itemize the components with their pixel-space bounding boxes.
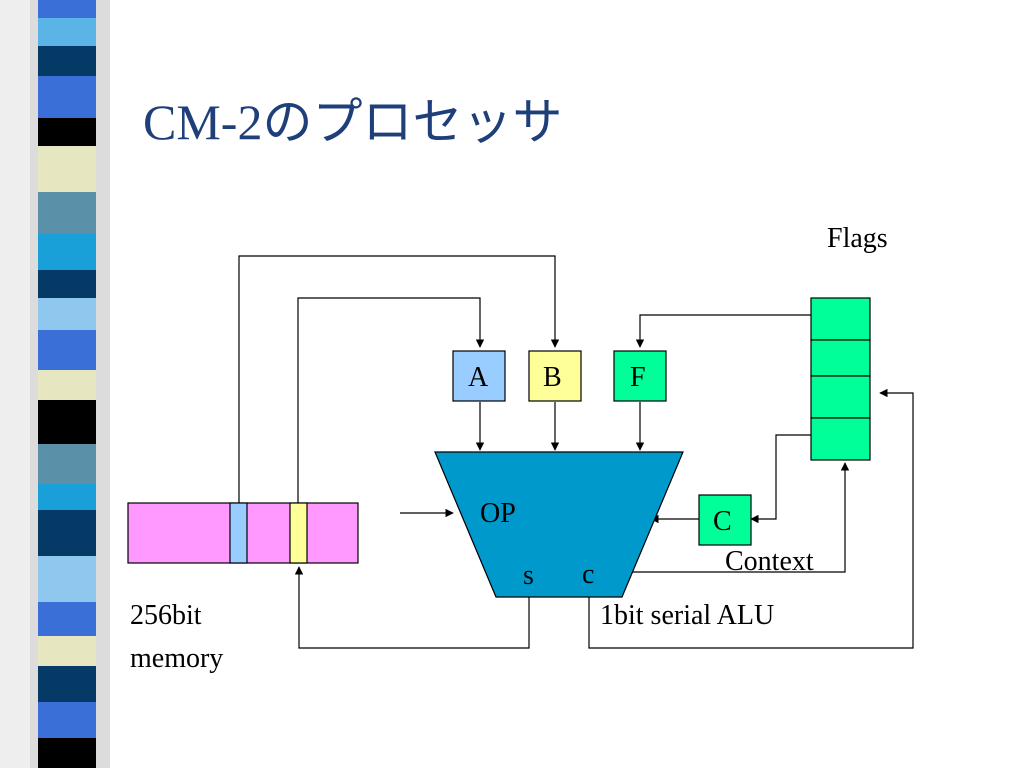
sum-to-memory-line bbox=[294, 566, 530, 649]
stripe-segment bbox=[38, 702, 96, 738]
flags-to-c-line bbox=[750, 434, 811, 524]
carry-output-label: c bbox=[582, 559, 595, 590]
stripe-segment bbox=[38, 46, 96, 76]
stripe-segment bbox=[38, 444, 96, 484]
stripe-segment bbox=[38, 484, 96, 510]
memory-bit-b bbox=[289, 502, 308, 564]
alu-to-flags-line bbox=[588, 388, 914, 649]
stripe-segment bbox=[38, 234, 96, 270]
memory-label-line1: 256bit bbox=[130, 600, 202, 631]
stripe-segment bbox=[38, 370, 96, 400]
op-label: OP bbox=[480, 498, 516, 529]
stripe-segment bbox=[38, 636, 96, 666]
stripe-margin bbox=[0, 0, 30, 768]
memory-block bbox=[127, 502, 359, 564]
stripe-segment bbox=[38, 400, 96, 444]
stripe-segment bbox=[38, 330, 96, 370]
stripe-segment bbox=[38, 666, 96, 702]
context-label: Context bbox=[725, 546, 814, 577]
flags-to-f-line bbox=[635, 314, 811, 348]
sum-output-label: s bbox=[523, 560, 534, 591]
register-b-label: B bbox=[543, 362, 562, 393]
register-c-box bbox=[698, 494, 752, 546]
flags-stack bbox=[810, 297, 871, 461]
carry-to-flags-line bbox=[632, 462, 850, 573]
stripe-segment bbox=[38, 298, 96, 330]
alu-label: 1bit serial ALU bbox=[600, 600, 775, 631]
flag-cell bbox=[810, 339, 871, 377]
memory-to-a-line bbox=[297, 297, 485, 503]
stripe-segment bbox=[38, 192, 96, 234]
register-f-label: F bbox=[630, 362, 646, 393]
decorative-side-stripe bbox=[0, 0, 110, 768]
stripe-segment bbox=[38, 270, 96, 298]
stripe-segment bbox=[38, 76, 96, 118]
stripe-segment bbox=[38, 556, 96, 602]
register-c-label: C bbox=[713, 506, 732, 537]
register-b-box bbox=[528, 350, 582, 402]
memory-label-line2: memory bbox=[130, 643, 224, 674]
stripe-segment bbox=[38, 602, 96, 636]
flag-cell bbox=[810, 417, 871, 461]
register-f-box bbox=[613, 350, 667, 402]
register-a-label: A bbox=[468, 362, 489, 393]
stripe-segment bbox=[38, 0, 96, 18]
stripe-segment bbox=[38, 18, 96, 46]
stripe-segment bbox=[38, 146, 96, 192]
stripe-segment bbox=[38, 118, 96, 146]
flag-cell bbox=[810, 375, 871, 419]
register-a-box bbox=[452, 350, 506, 402]
memory-bit-a bbox=[229, 502, 248, 564]
flag-cell bbox=[810, 297, 871, 341]
slide-title: CM-2のプロセッサ bbox=[143, 94, 563, 150]
stripe-segment bbox=[38, 738, 96, 768]
memory-to-b-line bbox=[238, 255, 560, 503]
flags-label: Flags bbox=[827, 223, 888, 254]
stripe-segment bbox=[38, 510, 96, 556]
alu-body bbox=[434, 451, 684, 598]
